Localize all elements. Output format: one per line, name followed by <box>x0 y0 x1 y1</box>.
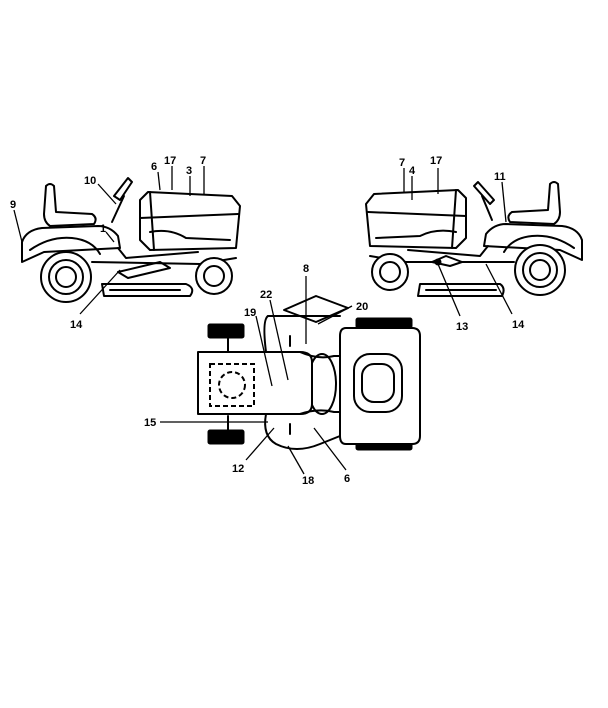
left-tractor-side-view <box>21 177 241 303</box>
callout-left-3: 3 <box>186 165 192 177</box>
callout-left-10: 10 <box>84 175 96 187</box>
leader-lines <box>13 166 513 475</box>
callout-left-1: 1 <box>100 223 106 235</box>
callout-top-6: 6 <box>344 473 350 485</box>
callout-left-17: 17 <box>164 155 176 167</box>
callout-top-12: 12 <box>232 463 244 475</box>
callout-top-19: 19 <box>244 307 256 319</box>
callout-right-11: 11 <box>494 171 506 183</box>
callout-right-7: 7 <box>399 157 405 169</box>
callout-right-4: 4 <box>409 165 416 177</box>
callout-labels: 6 17 3 7 10 9 1 14 7 4 17 11 13 14 8 22 … <box>10 155 525 487</box>
callout-top-8: 8 <box>303 263 309 275</box>
callout-right-13: 13 <box>456 321 468 333</box>
callout-left-6: 6 <box>151 161 157 173</box>
callout-top-22: 22 <box>260 289 272 301</box>
callout-left-9: 9 <box>10 199 16 211</box>
callout-right-17: 17 <box>430 155 442 167</box>
top-view-tractor <box>197 295 421 451</box>
callout-top-18: 18 <box>302 475 314 487</box>
callout-top-15: 15 <box>144 417 156 429</box>
callout-left-14: 14 <box>70 319 83 331</box>
callout-right-14: 14 <box>512 319 525 331</box>
callout-left-7: 7 <box>200 155 206 167</box>
right-tractor-side-view <box>365 181 583 297</box>
callout-top-20: 20 <box>356 301 368 313</box>
